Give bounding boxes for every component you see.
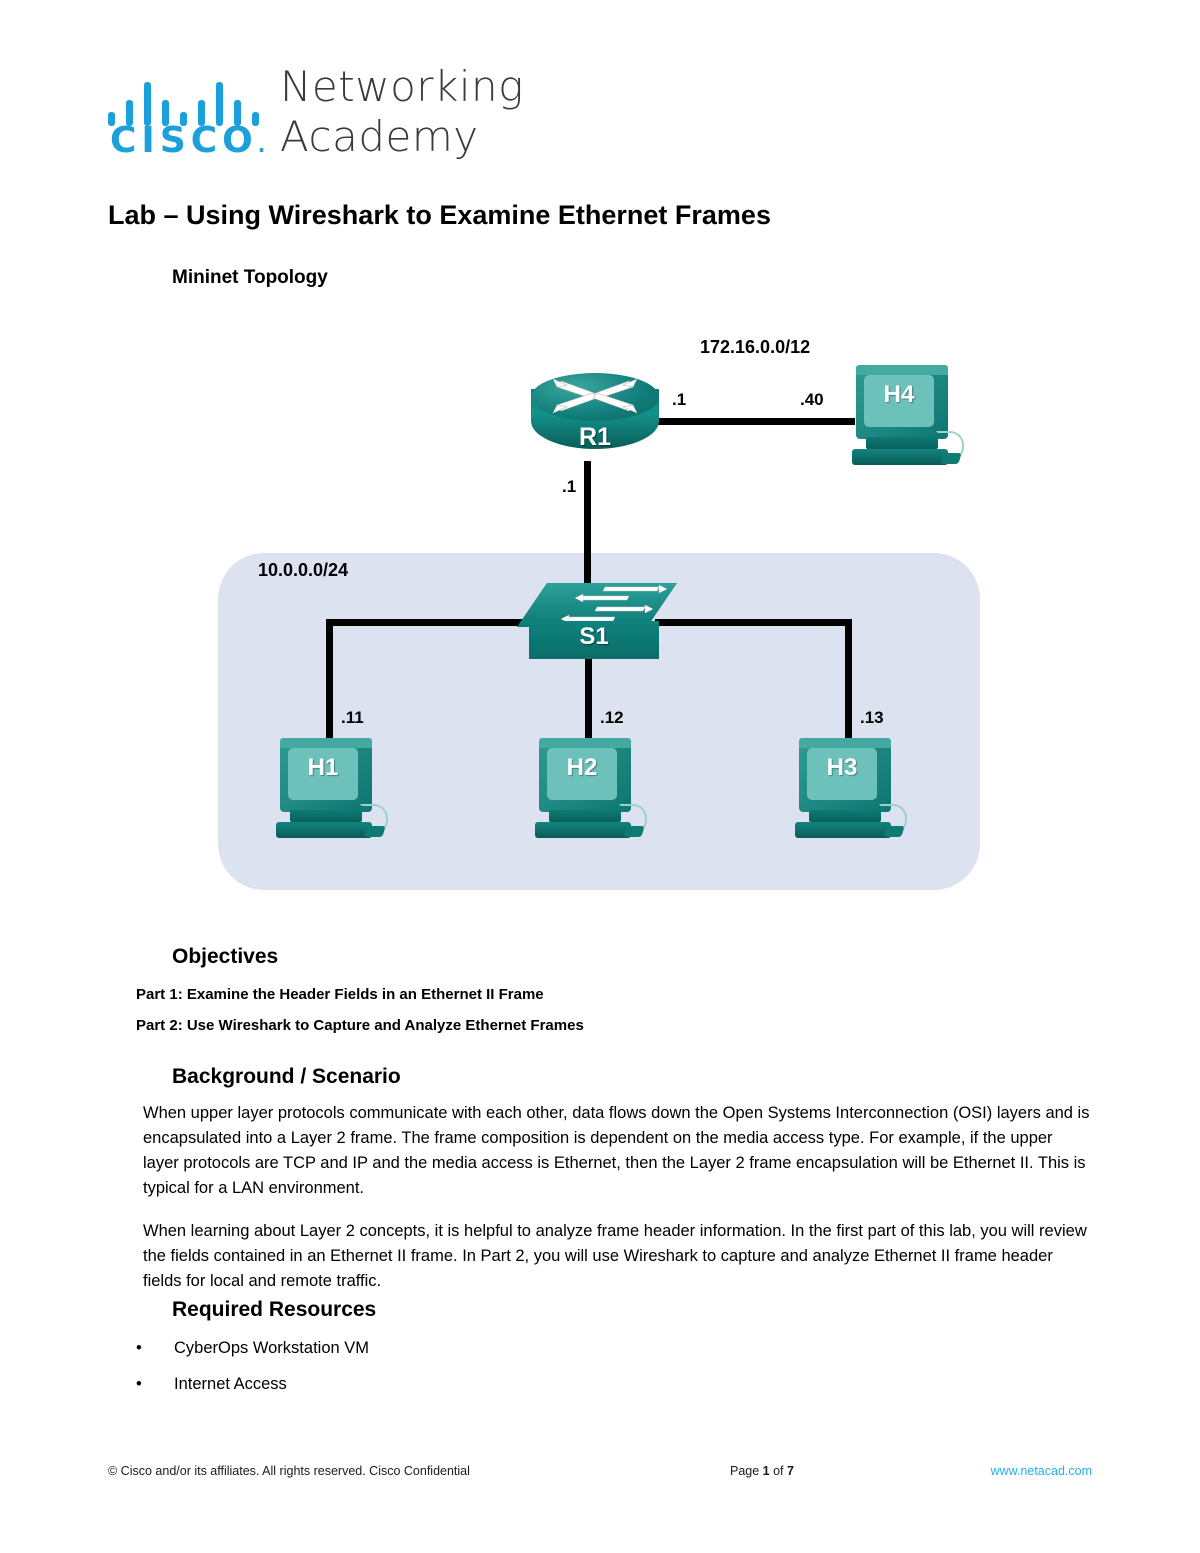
h4-monitor-top: [856, 365, 948, 375]
bullet-icon: •: [136, 1339, 142, 1357]
resource-list-item: • CyberOps Workstation VM: [136, 1336, 369, 1360]
switch-s1-icon: S1: [517, 583, 677, 661]
host-h4-label: H4: [883, 381, 915, 408]
host-h3-icon: H3: [791, 738, 907, 850]
link-s1-h2: [585, 655, 592, 747]
footer-page-middle: of: [769, 1464, 787, 1478]
resource-item-label: CyberOps Workstation VM: [174, 1339, 370, 1357]
host-h2-icon: H2: [531, 738, 647, 850]
h1-mouse-cord: [360, 804, 388, 834]
h2-monitor-top: [539, 738, 631, 748]
background-paragraph-2: When learning about Layer 2 concepts, it…: [143, 1222, 1087, 1290]
h1-stand-neck: [290, 810, 362, 822]
router-arrows-icon: [552, 378, 638, 414]
background-heading: Background / Scenario: [172, 1065, 401, 1088]
h3-monitor-top: [799, 738, 891, 748]
objective-part-2: Part 2: Use Wireshark to Capture and Ana…: [136, 1017, 584, 1034]
host-h1-icon: H1: [272, 738, 388, 850]
h1-base: [276, 822, 372, 838]
host-h3-label: H3: [826, 754, 858, 781]
address-label-h2: .12: [600, 708, 624, 727]
required-resources-heading: Required Resources: [172, 1298, 377, 1321]
switch-top-face: [517, 583, 677, 627]
host-h1-label: H1: [307, 754, 339, 781]
wan-network-label: 172.16.0.0/12: [700, 337, 811, 357]
networking-academy-wordmark: Networking Academy: [280, 62, 524, 162]
link-s1-h3: [845, 619, 852, 747]
footer-page-indicator: Page 1 of 7: [730, 1464, 794, 1478]
link-lan-bus-right: [655, 619, 852, 626]
background-paragraph-1: When upper layer protocols communicate w…: [143, 1104, 1090, 1197]
switch-front-face: [529, 621, 659, 659]
router-top-face: [531, 373, 659, 421]
footer-page-total: 7: [787, 1464, 794, 1478]
objective-part-1: Part 1: Examine the Header Fields in an …: [136, 986, 544, 1003]
footer-copyright: © Cisco and/or its affiliates. All right…: [108, 1464, 470, 1478]
h4-base: [852, 449, 948, 465]
h2-base: [535, 822, 631, 838]
link-r1-s1: [584, 461, 591, 606]
address-label-h1: .11: [341, 708, 364, 727]
footer-netacad-link[interactable]: www.netacad.com: [990, 1464, 1092, 1478]
h2-mouse-icon: [623, 826, 645, 837]
address-label-r1-lan: .1: [562, 477, 577, 496]
cisco-networking-academy-logo: CISCO. Networking Academy: [108, 62, 528, 170]
h4-mouse-cord: [936, 431, 964, 461]
logo-line-academy: Academy: [280, 112, 479, 161]
cisco-wordmark: CISCO.: [110, 120, 265, 161]
h3-screen: [807, 748, 877, 800]
h3-stand-neck: [809, 810, 881, 822]
h2-mouse-cord: [619, 804, 647, 834]
cisco-bars-icon: [108, 78, 259, 126]
h3-mouse-cord: [879, 804, 907, 834]
switch-s1-label: S1: [579, 623, 609, 650]
address-label-h4: .40: [800, 390, 824, 409]
objectives-heading: Objectives: [172, 945, 279, 968]
bullet-icon: •: [136, 1375, 142, 1393]
page-title: Lab – Using Wireshark to Examine Etherne…: [108, 200, 771, 230]
resource-list-item: • Internet Access: [136, 1372, 287, 1396]
resource-item-label: Internet Access: [174, 1375, 287, 1393]
address-label-h3: .13: [860, 708, 884, 727]
router-r1-icon: R1: [531, 373, 659, 465]
lan-network-label: 10.0.0.0/24: [258, 560, 349, 580]
h3-mouse-icon: [883, 826, 905, 837]
h1-screen: [288, 748, 358, 800]
router-r1-label: R1: [579, 423, 611, 451]
cisco-wordmark-text: CISCO: [110, 120, 258, 161]
footer-page-number: 1: [762, 1464, 770, 1478]
h4-stand-neck: [866, 437, 938, 449]
link-lan-bus-left: [326, 619, 596, 626]
logo-line-networking: Networking: [280, 62, 524, 111]
address-label-r1-wan: .1: [672, 390, 687, 409]
h1-monitor-top: [280, 738, 372, 748]
link-r1-h4: [655, 418, 855, 425]
h2-screen: [547, 748, 617, 800]
h4-mouse-icon: [940, 453, 962, 464]
host-h4-icon: H4: [848, 365, 964, 477]
h2-stand-neck: [549, 810, 621, 822]
h1-mouse-icon: [364, 826, 386, 837]
cisco-wordmark-dot: .: [257, 133, 266, 157]
host-h2-label: H2: [566, 754, 598, 781]
link-s1-h1: [326, 619, 333, 747]
page-footer: © Cisco and/or its affiliates. All right…: [108, 1464, 1092, 1484]
h3-base: [795, 822, 891, 838]
network-topology-diagram: 172.16.0.0/12 10.0.0.0/24 .1 .40 .1 .11 …: [200, 325, 1000, 900]
h4-screen: [864, 375, 934, 427]
topology-heading: Mininet Topology: [172, 267, 328, 288]
footer-page-prefix: Page: [730, 1464, 763, 1478]
